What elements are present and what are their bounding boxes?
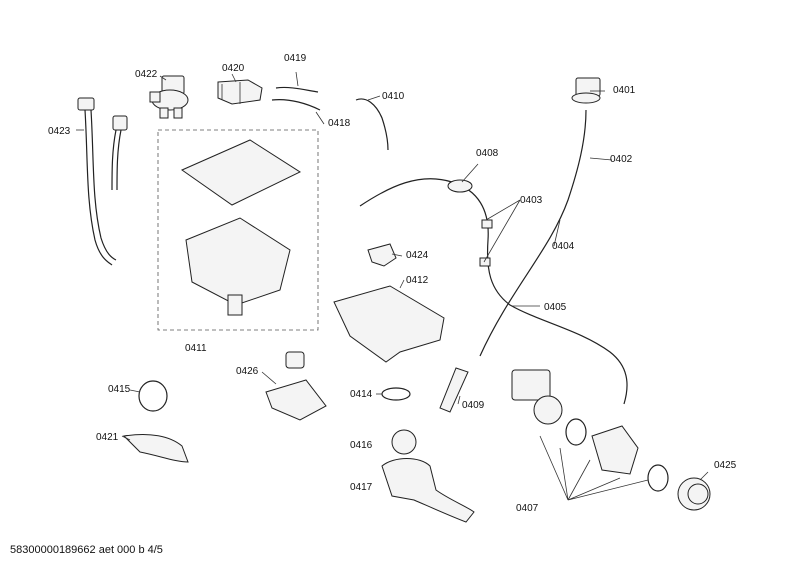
label-0412: 0412	[406, 275, 429, 286]
ball-0416	[391, 429, 417, 455]
seal-0415	[138, 380, 168, 412]
hose-assembly-0403-0405-0408	[359, 178, 628, 405]
group-box-0411	[157, 129, 319, 331]
label-0402: 0402	[610, 154, 633, 165]
label-0414: 0414	[350, 389, 373, 400]
hose-0421	[122, 433, 189, 463]
label-0404: 0404	[552, 241, 575, 252]
label-0401: 0401	[613, 85, 636, 96]
label-0422: 0422	[135, 69, 158, 80]
label-0423: 0423	[48, 126, 71, 137]
filter-0425	[677, 477, 711, 511]
sump-hose-0417	[381, 458, 475, 523]
label-0416: 0416	[350, 440, 373, 451]
valve-0422	[149, 75, 189, 119]
label-0419: 0419	[284, 53, 307, 64]
tube-0409	[439, 367, 469, 413]
clip-0424	[367, 243, 397, 267]
label-0408: 0408	[476, 148, 499, 159]
label-0426: 0426	[236, 366, 259, 377]
label-0425: 0425	[714, 460, 737, 471]
label-0424: 0424	[406, 250, 429, 261]
label-0407: 0407	[516, 503, 539, 514]
housing-0412	[333, 285, 445, 363]
drawer-0411	[180, 139, 302, 316]
part-0426	[265, 351, 327, 421]
bracket-0420	[217, 79, 263, 105]
label-0420: 0420	[222, 63, 245, 74]
drawing-number: 58300000189662 aet 000 b 4/5	[10, 544, 163, 556]
label-0403: 0403	[520, 195, 543, 206]
label-0418: 0418	[328, 118, 351, 129]
pump-0407	[511, 369, 669, 501]
label-0411: 0411	[185, 343, 207, 354]
label-0410: 0410	[382, 91, 405, 102]
label-0417: 0417	[350, 482, 373, 493]
clamp-0414	[381, 387, 411, 401]
hose-0410	[355, 98, 389, 151]
label-0405: 0405	[544, 302, 567, 313]
label-0409: 0409	[462, 400, 485, 411]
leader-lines	[76, 71, 709, 481]
label-0415: 0415	[108, 384, 131, 395]
pressure-switch-0401	[479, 77, 601, 357]
small-hoses-0418-0419	[271, 86, 321, 111]
inlet-hoses-0423	[77, 97, 128, 266]
label-0421: 0421	[96, 432, 119, 443]
